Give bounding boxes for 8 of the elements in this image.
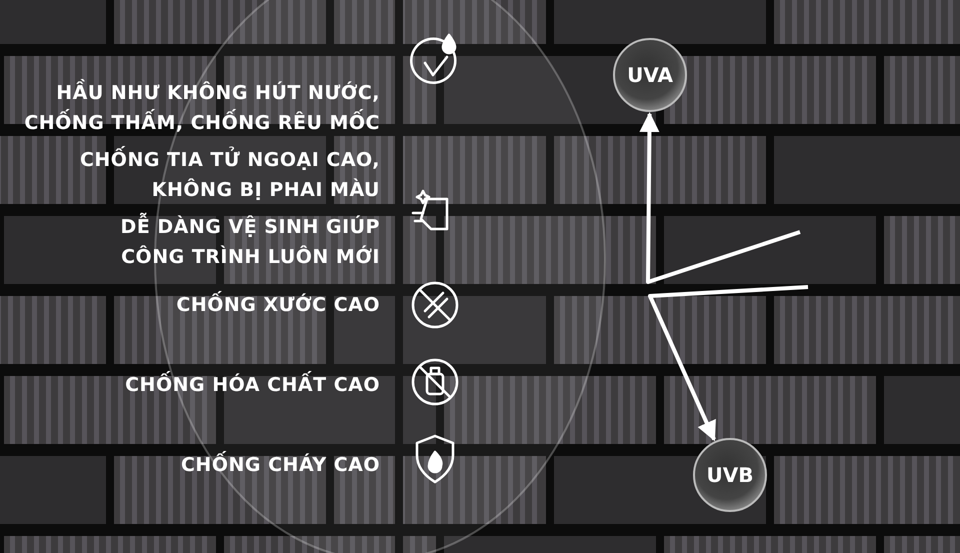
ray-arrow — [648, 285, 808, 442]
feature-text: CHỐNG XƯỚC CAO — [20, 290, 380, 320]
ray-arrow — [639, 112, 801, 284]
feature-text: HẦU NHƯ KHÔNG HÚT NƯỚC, CHỐNG THẤM, CHỐNG RÊU MỐC — [20, 78, 380, 138]
feature-text: CHỐNG HÓA CHẤT CAO — [20, 370, 380, 400]
feature-text: CHỐNG TIA TỬ NGOẠI CAO, KHÔNG BỊ PHAI MÀU — [20, 145, 380, 205]
feature-text: CHỐNG CHÁY CAO — [20, 450, 380, 480]
feature-text: DỄ DÀNG VỆ SINH GIÚP CÔNG TRÌNH LUÔN MỚI — [90, 212, 380, 272]
